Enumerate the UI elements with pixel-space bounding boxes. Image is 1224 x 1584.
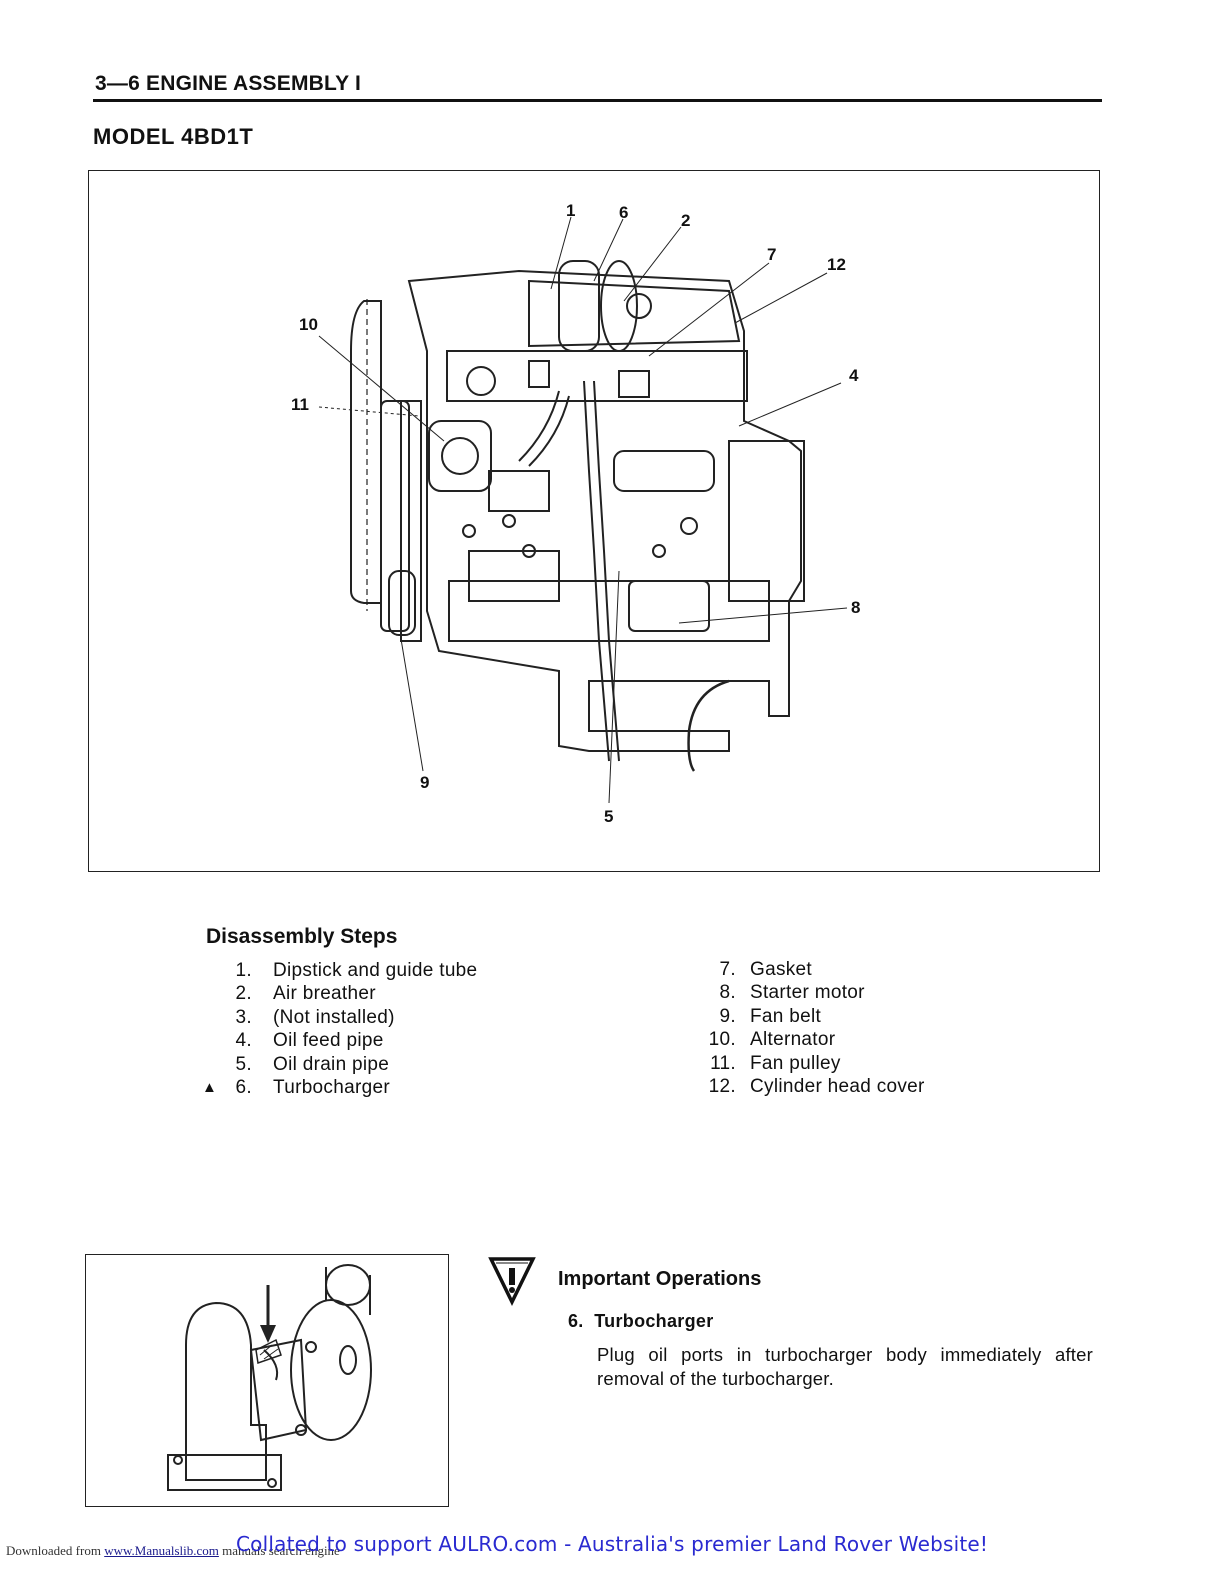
callout-7: 7 [767,245,777,264]
manualslib-link[interactable]: www.Manualslib.com [104,1543,219,1558]
engine-drawing [318,216,848,804]
warning-triangle-icon [488,1256,536,1311]
operation-text: Plug oil ports in turbocharger body imme… [597,1344,1093,1389]
engine-figure: 1 6 2 7 12 10 4 11 8 9 5 [88,170,1100,872]
callout-10: 10 [299,315,318,334]
callout-4: 4 [849,366,859,385]
callout-9: 9 [420,773,430,792]
key-operation-marker: ▲ [202,1079,218,1096]
turbocharger-drawing [167,1264,372,1491]
callout-11: 11 [291,395,309,414]
disassembly-steps-title: Disassembly Steps [206,925,398,948]
download-footer: Downloaded from www.Manualslib.com manua… [6,1543,340,1559]
download-suffix: manuals search engine [222,1543,340,1558]
callout-8: 8 [851,598,861,617]
turbocharger-figure [85,1254,449,1507]
download-prefix: Downloaded from [6,1543,101,1558]
operation-heading: 6. Turbocharger [568,1311,714,1331]
header-rule [93,99,1102,102]
callout-5: 5 [604,807,614,826]
callout-6: 6 [619,203,629,222]
callout-12: 12 [827,255,846,274]
page-header-title: 3—6 ENGINE ASSEMBLY I [95,72,362,95]
model-title: MODEL 4BD1T [93,124,254,149]
callout-2: 2 [681,211,691,230]
collated-footer: Collated to support AULRO.com - Australi… [236,1532,989,1556]
important-operations-title: Important Operations [558,1268,762,1290]
callout-1: 1 [566,201,576,220]
